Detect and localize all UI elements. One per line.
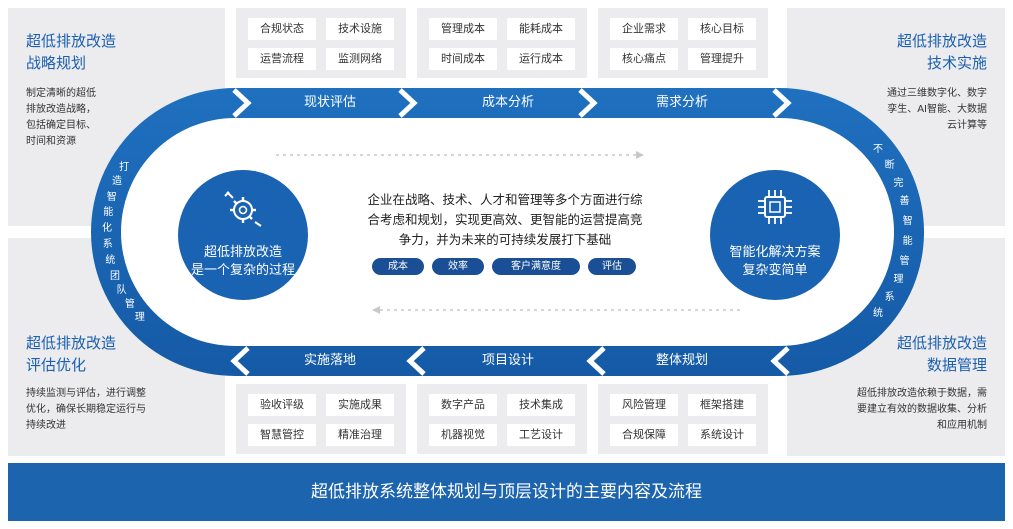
footer-title: 超低排放系统整体规划与顶层设计的主要内容及流程	[311, 482, 702, 502]
arc-char: 管	[124, 299, 135, 311]
pill-evaluation: 评估	[588, 258, 636, 275]
arc-char: 造	[112, 176, 122, 188]
segment-overall-planning: 整体规划	[655, 353, 708, 368]
band-divider	[772, 88, 792, 118]
arc-char: 化	[102, 223, 113, 235]
tag: 企业需求	[610, 18, 678, 40]
band-divider	[230, 346, 250, 376]
tag: 框架搭建	[688, 394, 756, 416]
tag: 数字产品	[429, 394, 497, 416]
tag: 监测网络	[326, 48, 394, 70]
bottom-group-3: 风险管理 框架搭建 合规保障 系统设计	[598, 384, 768, 454]
tag: 管理提升	[688, 48, 756, 70]
arc-char: 理	[893, 274, 904, 286]
tag: 核心目标	[688, 18, 756, 40]
tag: 验收评级	[248, 394, 316, 416]
tag: 实施成果	[326, 394, 394, 416]
tag: 运行成本	[507, 48, 575, 70]
evaluation-title: 超低排放改造 评估优化	[26, 334, 117, 374]
pill-customer-satisfaction: 客户满意度	[492, 258, 580, 275]
tag: 核心痛点	[610, 48, 678, 70]
arc-char: 团	[110, 270, 121, 282]
tech-title: 超低排放改造 技术实施	[896, 32, 987, 72]
arc-char: 智	[106, 191, 117, 203]
tag: 技术设施	[326, 18, 394, 40]
tag: 合规状态	[248, 18, 316, 40]
tag: 工艺设计	[507, 424, 575, 446]
arc-char: 队	[116, 285, 127, 297]
left-circle: 超低排放改造 是一个复杂的过程	[178, 170, 308, 300]
arc-char: 统	[873, 308, 884, 320]
loop-inner	[121, 118, 894, 346]
arc-char: 系	[102, 239, 113, 251]
center-description: 企业在战略、技术、人才和管理等多个方面进行综 合考虑和规划，实现更高效、更智能的…	[367, 192, 643, 247]
left-circle-line2: 是一个复杂的过程	[190, 263, 295, 278]
arc-char: 系	[884, 292, 895, 304]
strategy-desc: 制定清晰的超低 排放改造战略， 包括确定目标、 时间和资源	[26, 88, 96, 147]
pill-cost: 成本	[372, 258, 424, 275]
tag: 系统设计	[688, 424, 756, 446]
arc-char: 智	[902, 216, 913, 228]
arc-char: 断	[884, 159, 895, 171]
bottom-group-1: 验收评级 实施成果 智慧管控 精准治理	[236, 384, 406, 454]
arc-char: 完	[893, 177, 904, 189]
tag: 管理成本	[429, 18, 497, 40]
tag: 智慧管控	[248, 424, 316, 446]
band-divider	[770, 346, 790, 376]
tag: 风险管理	[610, 394, 678, 416]
tag: 时间成本	[429, 48, 497, 70]
tag: 合规保障	[610, 424, 678, 446]
tag: 精准治理	[326, 424, 394, 446]
arc-char: 善	[899, 196, 910, 208]
right-circle: 智能化解决方案 复杂变简单	[710, 170, 840, 300]
segment-project-design: 项目设计	[481, 353, 534, 368]
pill-efficiency: 效率	[432, 258, 484, 275]
arc-char: 统	[105, 255, 116, 267]
right-circle-line2: 复杂变简单	[742, 263, 808, 278]
segment-current-assessment: 现状评估	[303, 95, 356, 110]
band-divider	[578, 88, 598, 118]
top-group-2: 管理成本 能耗成本 时间成本 运行成本	[417, 8, 587, 78]
right-circle-line1: 智能化解决方案	[729, 245, 821, 260]
segment-implementation: 实施落地	[303, 353, 356, 368]
arc-char: 管	[899, 255, 910, 267]
arrowhead	[636, 151, 644, 159]
arc-char: 理	[134, 311, 145, 323]
band-divider	[586, 346, 606, 376]
data-desc: 超低排放改造依赖于数据，需 要建立有效的数据收集、分析 和应用机制	[857, 388, 987, 431]
top-group-1: 合规状态 技术设施 运营流程 监测网络	[236, 8, 406, 78]
footer-banner: 超低排放系统整体规划与顶层设计的主要内容及流程	[8, 463, 1005, 521]
tag: 运营流程	[248, 48, 316, 70]
band-divider	[406, 346, 426, 376]
tag: 机器视觉	[429, 424, 497, 446]
segment-demand-analysis: 需求分析	[655, 95, 708, 110]
tech-desc: 通过三维数字化、数字 孪生、AI智能、大数据 云计算等	[887, 88, 987, 131]
segment-cost-analysis: 成本分析	[481, 95, 534, 110]
arrowhead	[372, 306, 380, 314]
arc-char: 打	[119, 162, 130, 173]
data-title: 超低排放改造 数据管理	[896, 334, 987, 374]
band-divider	[232, 88, 252, 118]
top-group-3: 企业需求 核心目标 核心痛点 管理提升	[598, 8, 768, 78]
strategy-title: 超低排放改造 战略规划	[26, 32, 117, 72]
bottom-group-2: 数字产品 技术集成 机器视觉 工艺设计	[417, 384, 587, 454]
chip-icon	[758, 190, 792, 224]
evaluation-desc: 持续监测与评估，进行调整 优化，确保长期稳定运行与 持续改进	[26, 388, 146, 431]
band-divider	[398, 88, 418, 118]
arc-char: 能	[103, 207, 114, 219]
arc-char: 能	[902, 235, 913, 247]
tag: 能耗成本	[507, 18, 575, 40]
gear-wrench-icon	[224, 191, 262, 227]
arc-char: 不	[873, 143, 884, 155]
tag: 技术集成	[507, 394, 575, 416]
left-circle-line1: 超低排放改造	[203, 245, 282, 260]
